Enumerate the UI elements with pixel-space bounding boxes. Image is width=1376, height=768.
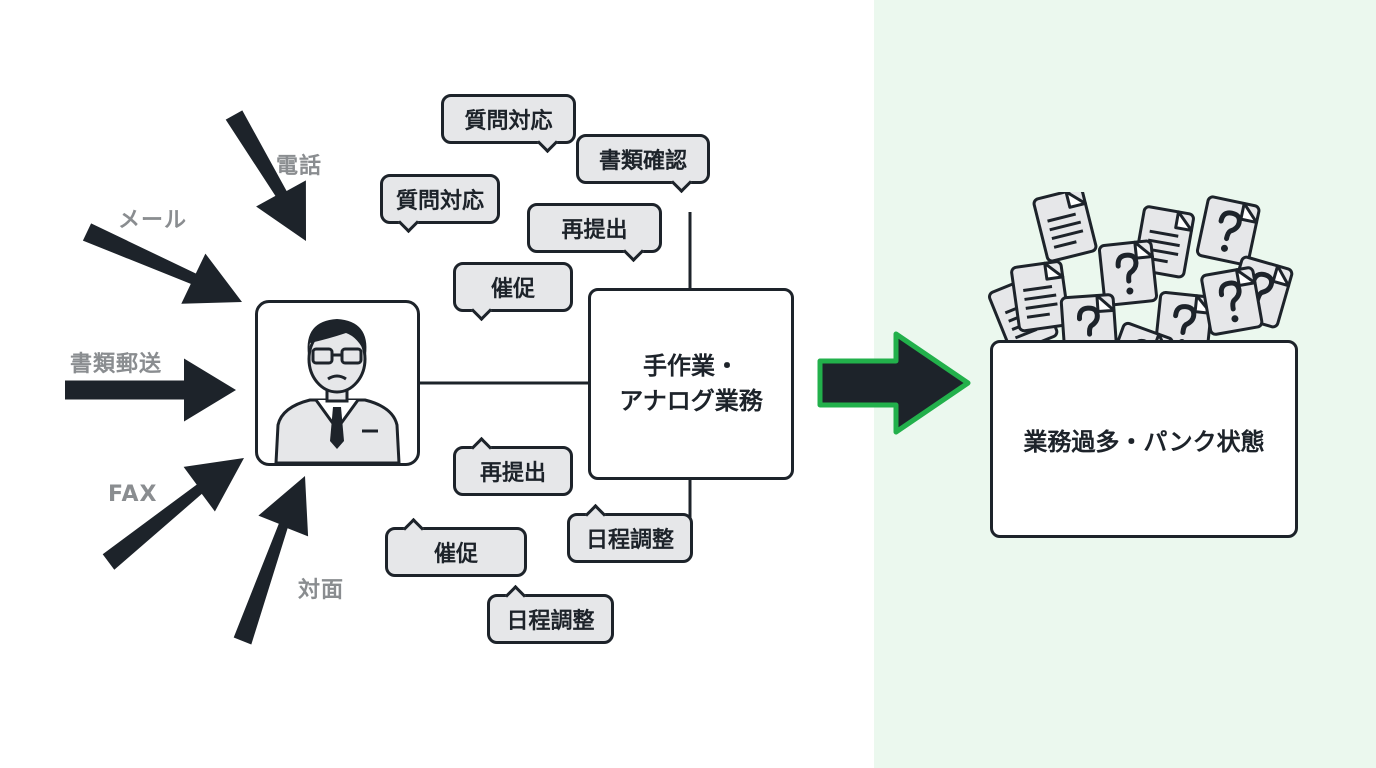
bubble-resubmit-1: 再提出 [527,203,662,253]
bubble-reminder-1: 催促 [453,262,573,312]
analog-work-line-2: アナログ業務 [619,387,763,415]
overload-box: 業務過多・パンク状態 [990,340,1298,538]
bubble-reminder-2: 催促 [385,527,527,577]
bubble-document-check: 書類確認 [576,134,710,184]
channel-label-fax: FAX [108,482,158,507]
channel-label-face-to-face: 対面 [298,578,345,603]
bubble-question-handling-1: 質問対応 [441,94,576,144]
person-icon [274,319,401,463]
analog-work-line-1: 手作業・ [643,352,739,381]
document-pile [986,192,1315,352]
incoming-arrow-mail [65,358,236,422]
bubble-question-handling-2: 質問対応 [380,174,500,224]
channel-label-email: メール [118,208,188,233]
incoming-arrow-phone [225,110,306,242]
bubble-schedule-1: 日程調整 [567,513,693,563]
arrow-right-icon [817,331,971,435]
channel-label-mail: 書類郵送 [70,352,163,377]
incoming-arrow-face-to-face [233,476,309,645]
channel-label-phone: 電話 [276,154,323,179]
overload-label: 業務過多・パンク状態 [1023,427,1265,456]
incoming-arrow-email [82,223,243,304]
bubble-resubmit-2: 再提出 [453,446,573,496]
bubble-schedule-2: 日程調整 [487,594,614,644]
analog-work-box: 手作業・ アナログ業務 [588,288,794,480]
incoming-arrow-fax [102,458,244,570]
person-card [255,300,420,466]
